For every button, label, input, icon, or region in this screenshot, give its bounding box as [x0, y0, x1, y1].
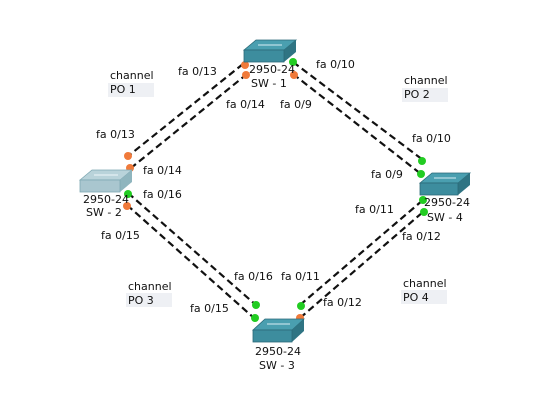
- port-label-sw1-fa013: fa 0/13: [178, 65, 217, 78]
- port-label-sw3-fa015: fa 0/15: [190, 302, 229, 315]
- link-sw1-sw2-b: [130, 73, 248, 169]
- port-dot-sw4-fa011: [419, 196, 427, 204]
- port-dot-sw1-fa010: [289, 58, 297, 66]
- port-label-sw1-fa010: fa 0/10: [316, 58, 355, 71]
- port-dot-sw3-fa016: [252, 301, 260, 309]
- po1-label: PO 1: [110, 83, 136, 96]
- port-dot-sw4-fa09: [417, 170, 425, 178]
- sw3-name-label: SW - 3: [259, 359, 295, 372]
- link-sw1-sw4-a: [292, 61, 424, 161]
- switch-icon-sw2[interactable]: [78, 169, 134, 193]
- port-dot-sw1-fa09: [290, 71, 298, 79]
- port-label-sw4-fa010: fa 0/10: [412, 132, 451, 145]
- port-dot-sw4-fa010: [418, 157, 426, 165]
- port-dot-sw1-fa013: [241, 61, 249, 69]
- po1-channel-word: channel: [110, 69, 154, 82]
- port-dot-sw3-fa011: [297, 302, 305, 310]
- link-sw3-sw4-b: [299, 211, 424, 319]
- sw1-model-label: 2950-24: [249, 63, 295, 76]
- port-indicators: [123, 58, 428, 322]
- port-dot-sw1-fa014: [242, 71, 250, 79]
- po2-channel-word: channel: [404, 74, 448, 87]
- port-label-sw4-fa012: fa 0/12: [402, 230, 441, 243]
- port-dot-sw2-fa015: [123, 202, 131, 210]
- port-labels: fa 0/13 fa 0/14 fa 0/10 fa 0/9 fa 0/13 f…: [96, 58, 451, 315]
- switch-labels: 2950-24 SW - 1 2950-24 SW - 2 2950-24 SW…: [83, 63, 470, 372]
- link-sw2-sw3-b: [126, 204, 255, 319]
- po3-channel-word: channel: [128, 280, 172, 293]
- sw2-name-label: SW - 2: [86, 206, 122, 219]
- port-dot-sw3-fa015: [251, 314, 259, 322]
- links: [126, 61, 424, 319]
- port-dot-sw2-fa013: [124, 152, 132, 160]
- port-label-sw4-fa09: fa 0/9: [371, 168, 403, 181]
- link-sw1-sw2-a: [126, 63, 244, 158]
- switch-icon-sw3[interactable]: [251, 318, 306, 343]
- channel-labels: channel PO 1 channel PO 2 channel PO 3 c…: [108, 69, 448, 307]
- sw2-model-label: 2950-24: [83, 193, 129, 206]
- port-label-sw4-fa011: fa 0/11: [355, 203, 394, 216]
- port-label-sw2-fa016: fa 0/16: [143, 188, 182, 201]
- switch-icon-sw4[interactable]: [418, 172, 472, 196]
- link-sw1-sw4-b: [292, 73, 422, 175]
- port-label-sw3-fa011: fa 0/11: [281, 270, 320, 283]
- port-label-sw2-fa013: fa 0/13: [96, 128, 135, 141]
- sw4-name-label: SW - 4: [427, 211, 463, 224]
- port-label-sw1-fa09: fa 0/9: [280, 98, 312, 111]
- port-label-sw2-fa015: fa 0/15: [101, 229, 140, 242]
- port-label-sw1-fa014: fa 0/14: [226, 98, 265, 111]
- port-dot-sw4-fa012: [420, 208, 428, 216]
- sw4-model-label: 2950-24: [424, 196, 470, 209]
- po3-label: PO 3: [128, 294, 154, 307]
- po4-channel-word: channel: [403, 277, 447, 290]
- port-label-sw3-fa012: fa 0/12: [323, 296, 362, 309]
- port-label-sw3-fa016: fa 0/16: [234, 270, 273, 283]
- switch-icon-sw1[interactable]: [242, 39, 298, 63]
- sw1-name-label: SW - 1: [251, 77, 287, 90]
- sw3-model-label: 2950-24: [255, 345, 301, 358]
- port-dot-sw2-fa016: [124, 190, 132, 198]
- link-sw3-sw4-a: [299, 199, 424, 306]
- link-sw2-sw3-a: [127, 192, 257, 306]
- port-label-sw2-fa014: fa 0/14: [143, 164, 182, 177]
- po4-label: PO 4: [403, 291, 429, 304]
- po2-label: PO 2: [404, 88, 430, 101]
